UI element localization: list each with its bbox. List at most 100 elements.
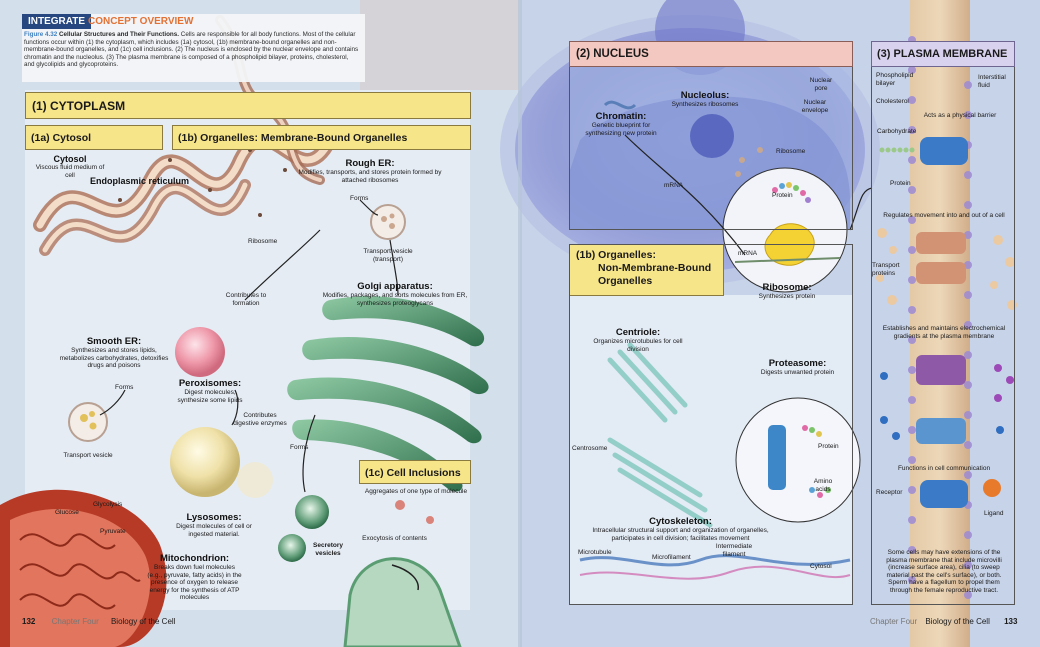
proteasome-title: Proteasome: xyxy=(755,358,840,369)
integrate-badge: INTEGRATE xyxy=(22,14,91,29)
figure-label: Figure 4.32 xyxy=(24,31,57,38)
peroxisomes-label: Peroxisomes: Digest molecules, synthesiz… xyxy=(175,378,245,404)
proteasome-desc: Digests unwanted protein xyxy=(755,369,840,377)
protein-label-membrane: Protein xyxy=(890,180,911,188)
peroxisomes-desc: Digest molecules, synthesize some lipids xyxy=(175,389,245,404)
proteasome-label: Proteasome: Digests unwanted protein xyxy=(755,358,840,377)
left-chapter-title: Biology of the Cell xyxy=(111,617,175,626)
left-page-number: 132 xyxy=(22,617,35,626)
barrier-label: Acts as a physical barrier xyxy=(910,112,1010,120)
header-box: INTEGRATE CONCEPT OVERVIEW Figure 4.32 C… xyxy=(22,14,365,82)
lysosomes-desc: Digest molecules of cell or ingested mat… xyxy=(175,523,253,538)
ligand-label: Ligand xyxy=(984,510,1004,518)
cytoskeleton-desc: Intracellular structural support and org… xyxy=(578,527,783,542)
interstitial-label: Interstitial fluid xyxy=(978,74,1012,89)
er-label: Endoplasmic reticulum xyxy=(90,176,189,186)
nuclear-pore-label: Nuclear pore xyxy=(805,77,837,92)
nucleolus-desc: Synthesizes ribosomes xyxy=(660,101,750,109)
golgi-desc: Modifies, packages, and sorts molecules … xyxy=(320,292,470,307)
organelles-header-bar: (1b) Organelles: Membrane-Bound Organell… xyxy=(172,125,471,150)
microtubule-label: Microtubule xyxy=(578,549,612,557)
concept-overview-label: CONCEPT OVERVIEW xyxy=(88,16,193,27)
cholesterol-label: Cholesterol xyxy=(876,98,909,106)
membrane-note: Some cells may have extensions of the pl… xyxy=(880,549,1008,594)
nucleus-title: (2) NUCLEUS xyxy=(576,48,649,60)
intermediate-filament-label: Intermediate filament xyxy=(710,543,758,558)
smooth-er-title: Smooth ER: xyxy=(55,336,173,347)
rough-er-title: Rough ER: xyxy=(295,158,445,169)
cytosol-title: Cytosol xyxy=(30,154,110,164)
cytoplasm-title-bar: (1) CYTOPLASM xyxy=(25,92,471,119)
left-chapter: Chapter Four xyxy=(52,617,99,626)
right-chapter-title: Biology of the Cell xyxy=(925,617,989,626)
ribosome-label-left: Ribosome xyxy=(248,238,277,246)
exocytosis-label: Exocytosis of contents xyxy=(352,535,437,543)
mitochondrion-label: Mitochondrion: Breaks down fuel molecule… xyxy=(147,553,242,602)
footer-left: 132 Chapter Four Biology of the Cell xyxy=(22,617,175,626)
pyruvate-label: Pyruvate xyxy=(100,528,126,536)
cytoskeleton-title: Cytoskeleton: xyxy=(578,516,783,527)
membrane-title-bar: (3) PLASMA MEMBRANE xyxy=(871,41,1015,67)
inclusions-header: (1c) Cell Inclusions xyxy=(365,467,461,479)
protein-label-proteasome: Protein xyxy=(818,443,839,451)
centriole-title: Centriole: xyxy=(588,327,688,338)
glucose-label: Glucose xyxy=(55,509,79,517)
inclusions-desc: Aggregates of one type of molecule xyxy=(360,488,472,496)
ribosome-title: Ribosome: xyxy=(752,282,822,293)
receptor-label: Receptor xyxy=(876,489,902,497)
communication-label: Functions in cell communication xyxy=(876,465,1012,473)
golgi-title: Golgi apparatus: xyxy=(320,281,470,292)
contributes-formation-label: Contributes to formation xyxy=(222,292,270,307)
cytoplasm-title: (1) CYTOPLASM xyxy=(32,99,125,113)
ribosome-label: Ribosome: Synthesizes protein xyxy=(752,282,822,301)
regulates-label: Regulates movement into and out of a cel… xyxy=(876,212,1012,220)
chromatin-title: Chromatin: xyxy=(575,111,667,122)
nucleolus-title: Nucleolus: xyxy=(660,90,750,101)
glycolysis-label: Glycolysis xyxy=(93,501,122,509)
forms-label-1: Forms xyxy=(350,195,368,203)
membrane-title: (3) PLASMA MEMBRANE xyxy=(877,48,1007,60)
figure-caption: Figure 4.32 Cellular Structures and Thei… xyxy=(24,31,360,69)
figure-title: Cellular Structures and Their Functions. xyxy=(59,31,179,38)
ribosome-label-nucleus: Ribosome xyxy=(776,148,805,156)
cytoskeleton-label: Cytoskeleton: Intracellular structural s… xyxy=(578,516,783,542)
golgi-label: Golgi apparatus: Modifies, packages, and… xyxy=(320,281,470,307)
lysosomes-title: Lysosomes: xyxy=(175,512,253,523)
mitochondrion-desc: Breaks down fuel molecules (e.g., pyruva… xyxy=(147,564,242,602)
transport-vesicle-transport-label: Transport vesicle (transport) xyxy=(360,248,416,263)
inclusions-header-bar: (1c) Cell Inclusions xyxy=(359,460,471,484)
peroxisomes-title: Peroxisomes: xyxy=(175,378,245,389)
carbohydrate-label: Carbohydrate xyxy=(877,128,916,136)
nucleus-title-bar: (2) NUCLEUS xyxy=(569,41,853,67)
cytosol-label-right: Cytosol xyxy=(810,563,832,571)
rough-er-desc: Modifies, transports, and stores protein… xyxy=(295,169,445,184)
contributes-enzymes-label: Contributes digestive enzymes xyxy=(233,412,287,427)
chromatin-label: Chromatin: Genetic blueprint for synthes… xyxy=(575,111,667,137)
rough-er-label: Rough ER: Modifies, transports, and stor… xyxy=(295,158,445,184)
mitochondrion-title: Mitochondrion: xyxy=(147,553,242,564)
amino-acids-label: Amino acids xyxy=(812,478,834,493)
centrosome-label: Centrosome xyxy=(572,445,607,453)
organelles-header: (1b) Organelles: Membrane-Bound Organell… xyxy=(178,132,407,144)
lysosomes-label: Lysosomes: Digest molecules of cell or i… xyxy=(175,512,253,538)
chromatin-desc: Genetic blueprint for synthesizing new p… xyxy=(575,122,667,137)
centriole-label: Centriole: Organizes microtubules for ce… xyxy=(588,327,688,353)
centriole-desc: Organizes microtubules for cell division xyxy=(588,338,688,353)
mrna-label-ribosome: mRNA xyxy=(738,250,757,258)
ribosome-desc: Synthesizes protein xyxy=(752,293,822,301)
forms-label-2: Forms xyxy=(115,384,133,392)
nucleolus-label: Nucleolus: Synthesizes ribosomes xyxy=(660,90,750,109)
right-chapter: Chapter Four xyxy=(870,617,917,626)
smooth-er-label: Smooth ER: Synthesizes and stores lipids… xyxy=(55,336,173,370)
mrna-label-nucleus: mRNA xyxy=(664,182,683,190)
footer-right: Chapter Four Biology of the Cell 133 xyxy=(870,617,1017,626)
secretory-vesicles-label: Secretory vesicles xyxy=(308,542,348,557)
nuclear-envelope-label: Nuclear envelope xyxy=(795,99,835,114)
smooth-er-desc: Synthesizes and stores lipids, metaboliz… xyxy=(55,347,173,370)
cytosol-header-bar: (1a) Cytosol xyxy=(25,125,163,150)
forms-label-3: Forms xyxy=(290,444,308,452)
right-page-number: 133 xyxy=(1004,617,1017,626)
transport-proteins-label: Transport proteins xyxy=(872,262,906,277)
microfilament-label: Microfilament xyxy=(652,554,691,562)
protein-label-nucleus: Protein xyxy=(772,192,793,200)
